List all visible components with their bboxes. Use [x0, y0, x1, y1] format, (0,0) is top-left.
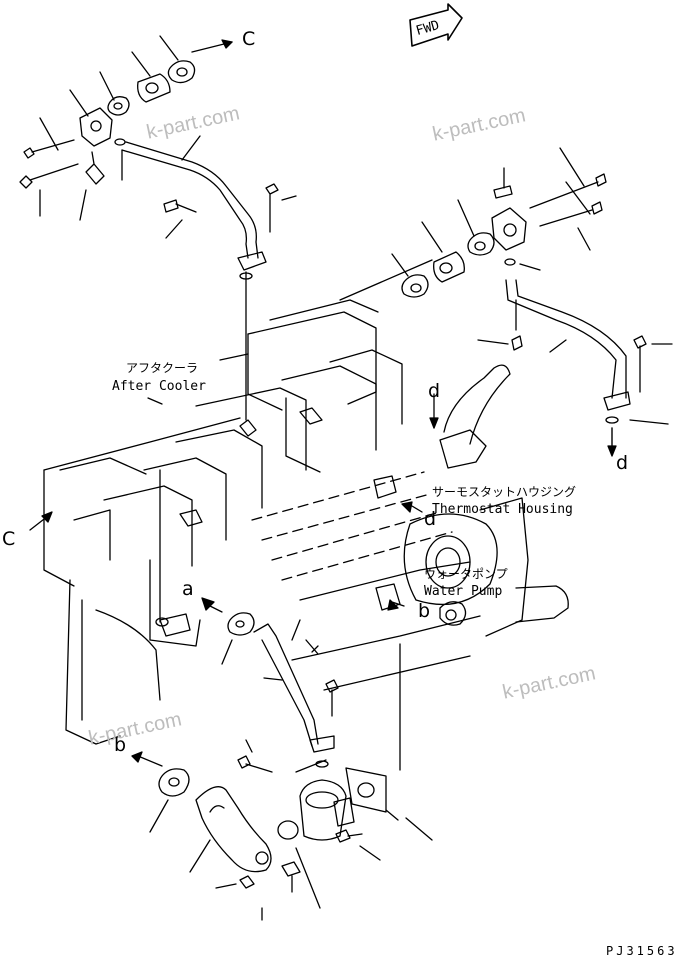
ref-b-mid: b [418, 600, 431, 622]
water-pump-label-en: Water Pump [424, 584, 503, 599]
drawing-code: PJ31563 [606, 944, 678, 958]
upper-right-parts [391, 147, 673, 457]
water-pump-label-jp: ウォータポンプ [424, 567, 508, 581]
thermostat-housing-label-en: Thermostat Housing [432, 502, 573, 517]
ref-d-mid: d [424, 508, 437, 530]
upper-left-parts [19, 35, 297, 280]
ref-b-bottom: b [114, 734, 127, 756]
ref-c-top: C [242, 28, 256, 50]
fwd-arrow-icon [409, 3, 463, 47]
lower-parts [149, 612, 433, 921]
after-cooler-label-en: After Cooler [112, 379, 206, 394]
thermostat-housing-label-jp: サーモスタットハウジング [432, 485, 577, 499]
ref-d-top: d [428, 380, 441, 402]
ref-c-left: C [2, 528, 16, 550]
ref-a-left: a [182, 578, 194, 600]
after-cooler-label-jp: アフタクーラ [126, 361, 199, 375]
engine-block [29, 259, 569, 771]
ref-d-bottom: d [616, 452, 629, 474]
